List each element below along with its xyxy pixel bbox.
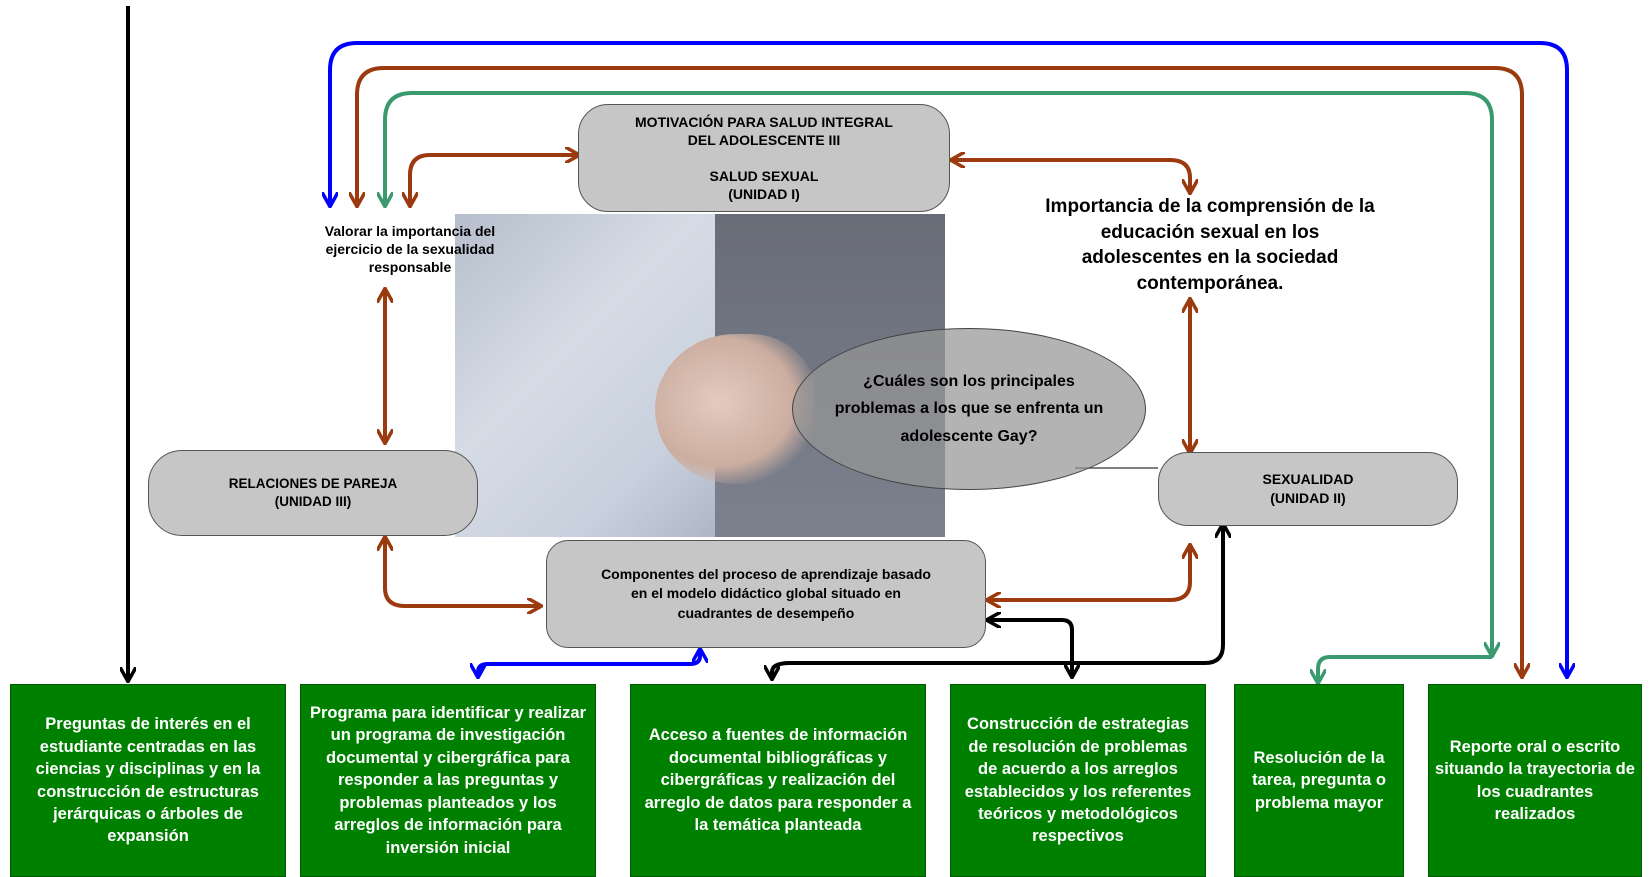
node-salud-sexual: MOTIVACIÓN PARA SALUD INTEGRAL DEL ADOLE… [578, 104, 950, 212]
blue-loop-arrow [330, 41, 1567, 676]
question-text: ¿Cuáles son los principales problemas a … [834, 373, 1104, 445]
brown-top-importancia-arrow [952, 160, 1190, 192]
step-preguntas: Preguntas de interés en el estudiante ce… [10, 684, 286, 877]
step-acceso: Acceso a fuentes de información document… [630, 684, 926, 877]
green-loop-arrow [385, 91, 1492, 655]
brown-loop-arrow [357, 66, 1522, 676]
step-construccion-text: Construcción de estrategias de resolució… [964, 715, 1192, 846]
step-programa-text: Programa para identificar y realizar un … [309, 703, 587, 857]
step-construccion: Construcción de estrategias de resolució… [950, 684, 1206, 877]
node-componentes: Componentes del proceso de aprendizaje b… [546, 540, 986, 648]
step-reporte: Reporte oral o escrito situando la traye… [1428, 684, 1642, 877]
green-step5-arrow [1318, 655, 1492, 682]
step-acceso-text: Acceso a fuentes de información document… [644, 726, 912, 835]
node-valorar: Valorar la importancia del ejercicio de … [324, 223, 496, 276]
blue-componentes-programa-arrow [478, 650, 700, 676]
node-componentes-label: Componentes del proceso de aprendizaje b… [601, 565, 931, 621]
node-salud-sexual-label: MOTIVACIÓN PARA SALUD INTEGRAL DEL ADOLE… [635, 113, 893, 203]
question-ellipse: ¿Cuáles son los principales problemas a … [792, 328, 1146, 490]
node-sexualidad-label: SEXUALIDAD (UNIDAD II) [1262, 471, 1354, 506]
step-resolucion-text: Resolución de la tarea, pregunta o probl… [1252, 748, 1386, 812]
brown-componentes-sexualidad-arrow [988, 546, 1190, 600]
step-programa: Programa para identificar y realizar un … [300, 684, 596, 877]
brown-relaciones-componentes-arrow [385, 538, 540, 606]
step-resolucion: Resolución de la tarea, pregunta o probl… [1234, 684, 1404, 877]
brown-valorar-top-arrow [410, 155, 578, 205]
node-sexualidad: SEXUALIDAD (UNIDAD II) [1158, 452, 1458, 526]
node-relaciones-label: RELACIONES DE PAREJA (UNIDAD III) [228, 476, 398, 509]
step-reporte-text: Reporte oral o escrito situando la traye… [1435, 737, 1635, 823]
node-importancia: Importancia de la comprensión de la educ… [1045, 196, 1375, 294]
step-preguntas-text: Preguntas de interés en el estudiante ce… [35, 715, 261, 846]
black-componentes-construccion-arrow [988, 620, 1072, 676]
node-relaciones: RELACIONES DE PAREJA (UNIDAD III) [148, 450, 478, 536]
